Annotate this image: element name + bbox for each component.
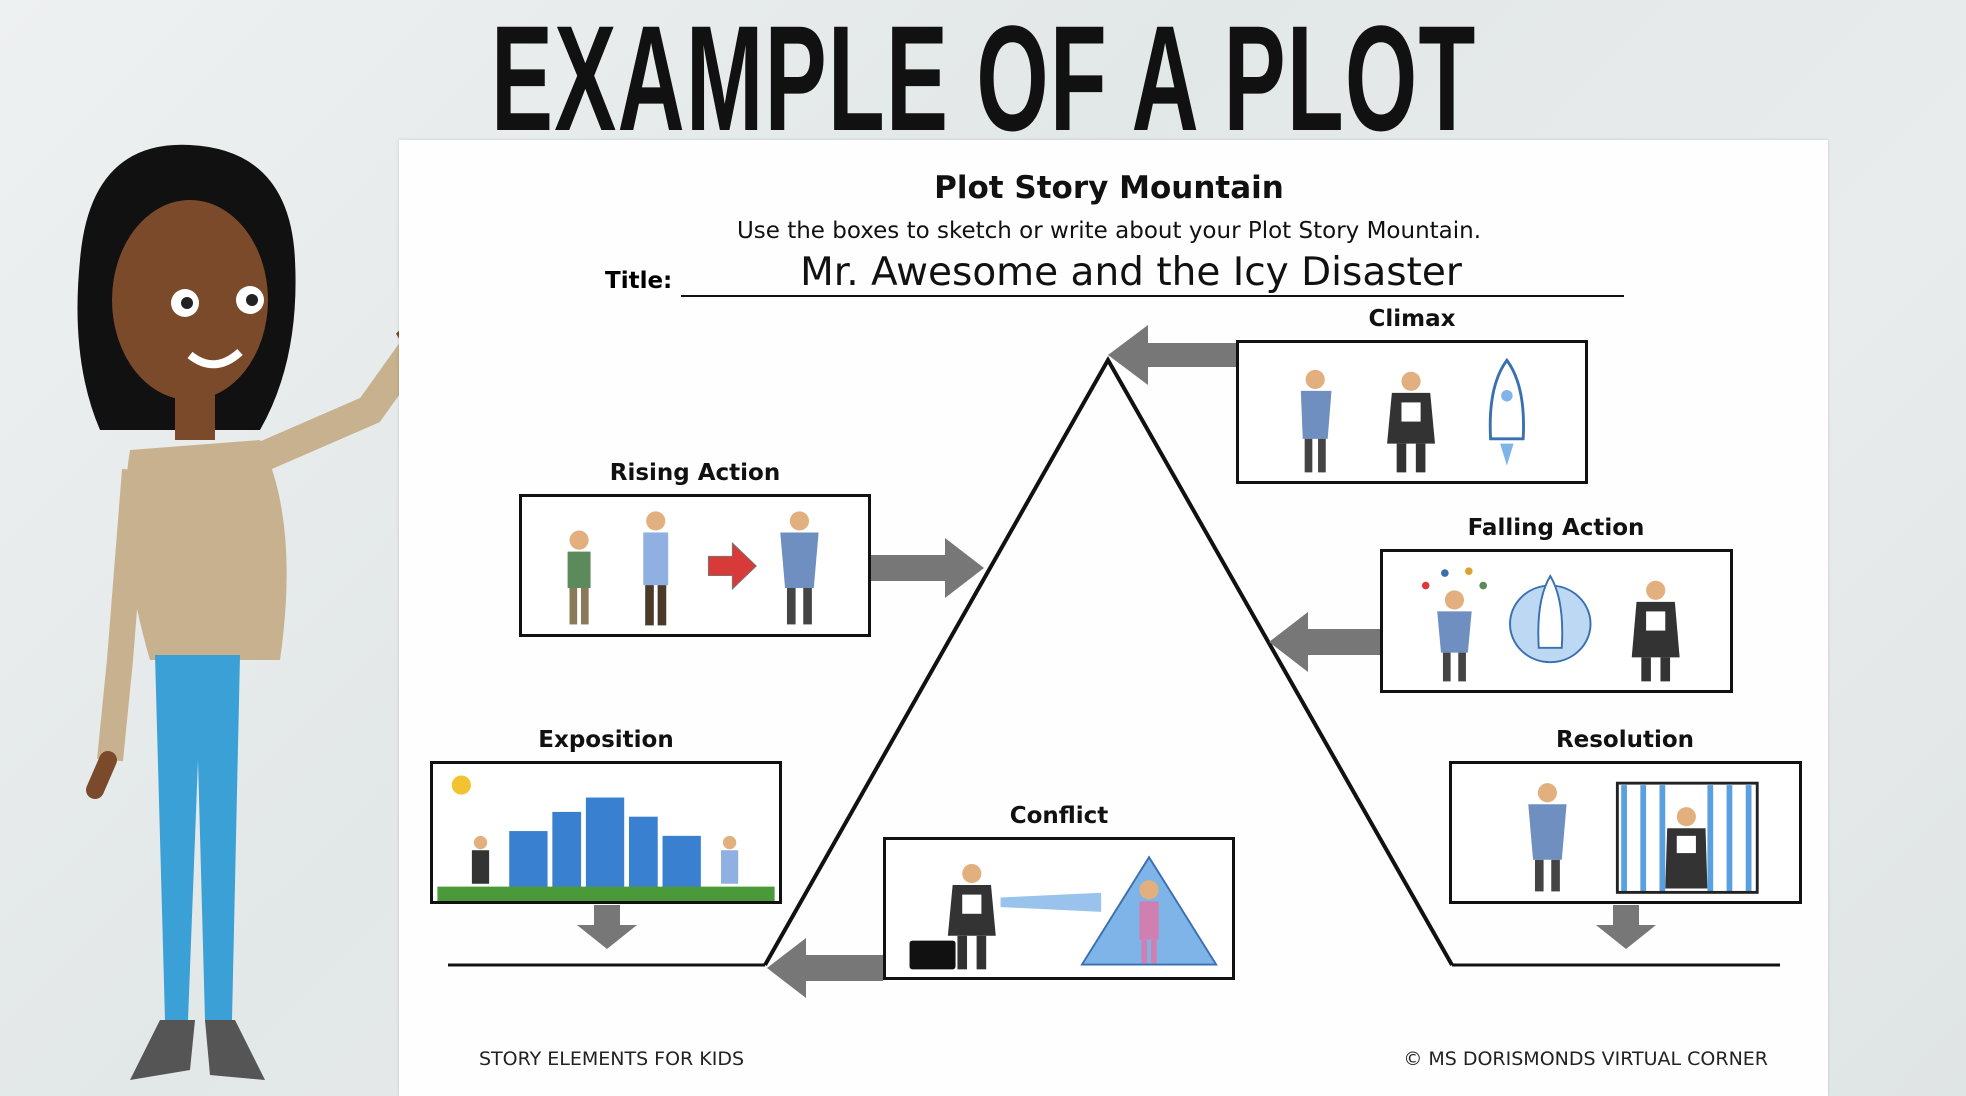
falling-action-illustration [1421, 567, 1680, 682]
woman-icon [1139, 880, 1159, 964]
villain-icon [1387, 371, 1435, 473]
worried-man-icon [567, 530, 591, 625]
footer-right: © MS DORISMONDS VIRTUAL CORNER [1403, 1048, 1768, 1070]
conflict-illustration [909, 855, 1218, 970]
ice-beam [1000, 892, 1102, 912]
hero-icon [780, 511, 819, 625]
label-exposition: Exposition [538, 727, 674, 753]
title-label: Title: [605, 268, 673, 294]
arrow-climax-icon [1108, 325, 1236, 385]
man-icon [720, 835, 739, 884]
label-conflict: Conflict [1009, 803, 1109, 829]
worksheet-heading: Plot Story Mountain [934, 170, 1284, 206]
title-value[interactable]: Mr. Awesome and the Icy Disaster [800, 250, 1462, 295]
climax-illustration [1300, 357, 1525, 473]
box-rising-action[interactable] [519, 494, 871, 637]
mountain-outline [763, 355, 1454, 966]
hero-icon [1528, 783, 1567, 892]
arrow-exposition-down-icon [577, 905, 637, 949]
worksheet-instructions: Use the boxes to sketch or write about y… [736, 218, 1482, 244]
slide-title: EXAMPLE OF A PLOT [490, 0, 1477, 162]
villain-icon [1665, 807, 1708, 889]
city-icon [509, 797, 701, 889]
villain-icon [1631, 580, 1680, 682]
jail-bars-icon [1621, 785, 1752, 893]
arrow-rising-icon [871, 538, 984, 598]
sun-icon [451, 775, 471, 795]
label-rising-action: Rising Action [609, 460, 781, 486]
box-falling-action[interactable] [1380, 549, 1733, 693]
label-falling-action: Falling Action [1467, 515, 1645, 541]
arrow-conflict-icon [767, 938, 883, 998]
hero-icon [1300, 369, 1332, 473]
exposition-illustration [437, 775, 775, 901]
man-icon [643, 511, 669, 626]
resolution-illustration [1528, 781, 1759, 894]
box-climax[interactable] [1236, 340, 1588, 484]
red-arrow-icon [707, 541, 758, 591]
rising-action-illustration [567, 511, 819, 626]
frozen-rocket-icon [1509, 574, 1592, 664]
arrow-falling-icon [1269, 612, 1380, 672]
box-resolution[interactable] [1449, 761, 1802, 904]
briefcase-icon [909, 940, 956, 970]
arrow-resolution-down-icon [1596, 905, 1656, 949]
grass [437, 886, 775, 901]
box-exposition[interactable] [430, 761, 782, 904]
hero-icon [1421, 567, 1488, 682]
box-conflict[interactable] [883, 837, 1235, 980]
villain-icon [471, 835, 490, 884]
label-resolution: Resolution [1555, 727, 1695, 753]
rocket-icon [1488, 357, 1525, 466]
footer-left: STORY ELEMENTS FOR KIDS [479, 1048, 745, 1070]
label-climax: Climax [1368, 306, 1456, 332]
villain-icon [947, 863, 996, 970]
